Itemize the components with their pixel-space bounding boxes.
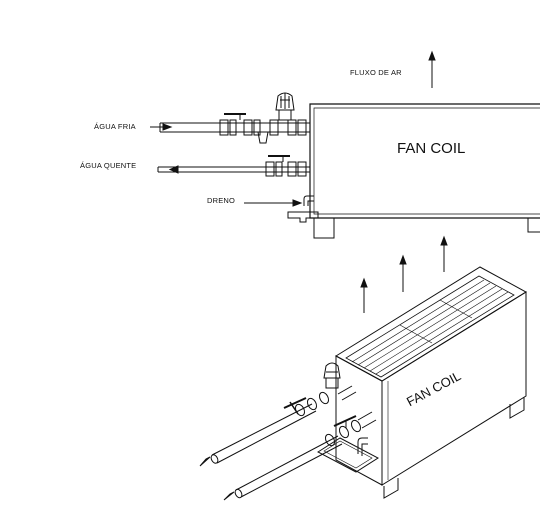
cold-water-label: ÁGUA FRIA [94, 122, 136, 131]
drain-label: DRENO [207, 196, 236, 205]
hot-water-label: ÁGUA QUENTE [80, 161, 137, 170]
airflow-arrows-middle [361, 237, 447, 313]
airflow-arrow-top [429, 52, 435, 88]
isometric-cold-pipe [200, 363, 356, 466]
front-unit-label: FAN COIL [397, 140, 466, 157]
airflow-label: FLUXO DE AR [350, 68, 402, 77]
isometric-unit [318, 267, 526, 498]
hot-water-pipe [158, 156, 310, 176]
cold-water-pipe [150, 93, 310, 143]
isometric-hot-pipe [224, 412, 376, 500]
front-view-unit [310, 104, 540, 238]
drain-pipe [244, 196, 318, 222]
